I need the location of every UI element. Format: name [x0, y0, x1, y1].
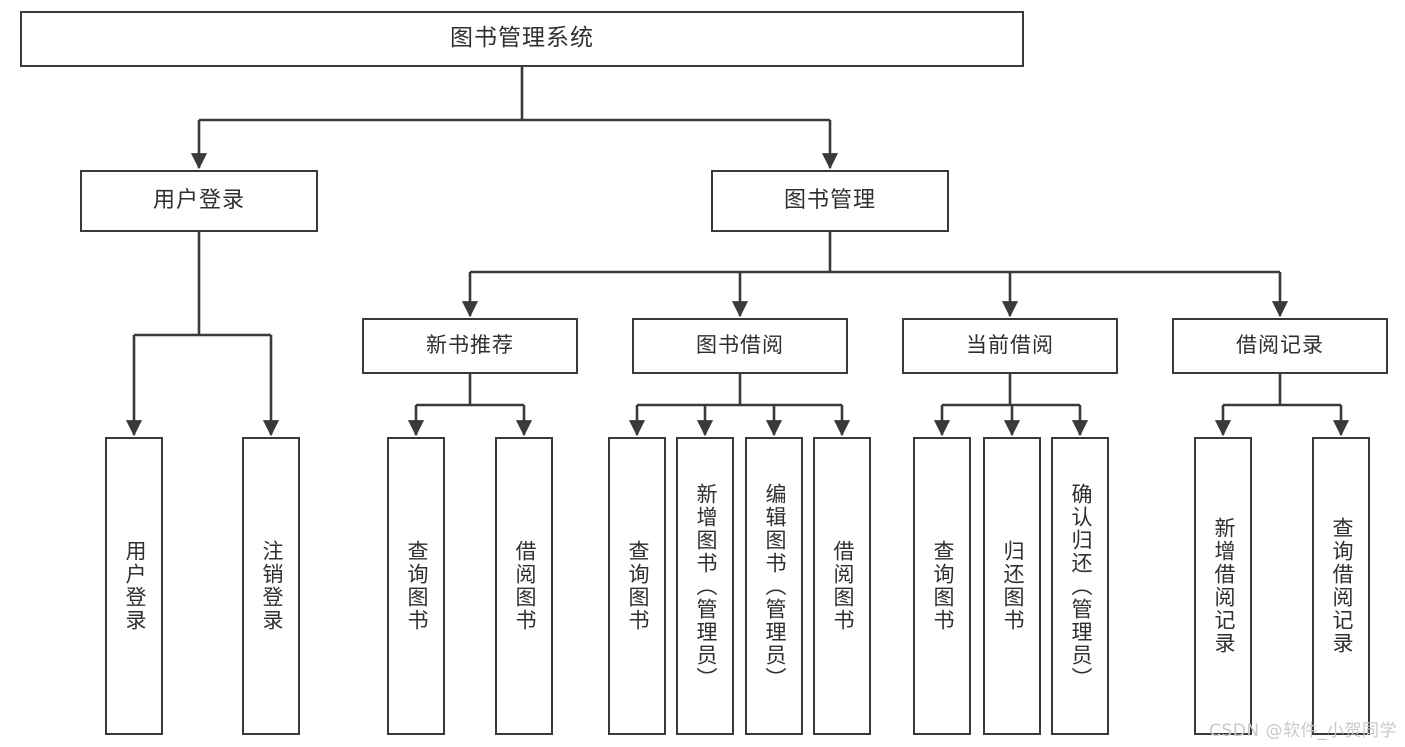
- leaf-query-borrow-record[interactable]: 查询借阅记录: [1312, 437, 1370, 735]
- node-label: 新书推荐: [426, 333, 514, 358]
- node-new-book-recommend[interactable]: 新书推荐: [362, 318, 578, 374]
- node-label: 查询图书: [930, 540, 955, 632]
- node-label: 借阅图书: [830, 540, 855, 632]
- leaf-query-book-recommend[interactable]: 查询图书: [387, 437, 445, 735]
- node-user-login[interactable]: 用户登录: [80, 170, 318, 232]
- leaf-edit-book-admin[interactable]: 编辑图书（管理员）: [745, 437, 803, 735]
- node-label: 查询图书: [625, 540, 650, 632]
- leaf-query-book-borrow[interactable]: 查询图书: [608, 437, 666, 735]
- node-label: 借阅图书: [512, 540, 537, 632]
- node-book-borrow[interactable]: 图书借阅: [632, 318, 848, 374]
- node-label: 确认归还（管理员）: [1068, 482, 1093, 690]
- node-label: 新增借阅记录: [1211, 517, 1236, 655]
- node-book-management[interactable]: 图书管理: [711, 170, 949, 232]
- node-label: 注销登录: [259, 540, 284, 632]
- node-label: 新增图书（管理员）: [693, 482, 718, 690]
- leaf-borrow-book-recommend[interactable]: 借阅图书: [495, 437, 553, 735]
- node-label: 用户登录: [152, 187, 245, 213]
- node-label: 用户登录: [122, 540, 147, 632]
- node-label: 查询图书: [404, 540, 429, 632]
- node-borrow-record[interactable]: 借阅记录: [1172, 318, 1388, 374]
- watermark: CSDN @软件_小贺同学: [1209, 721, 1397, 741]
- node-label: 图书借阅: [696, 333, 784, 358]
- leaf-query-book-current[interactable]: 查询图书: [913, 437, 971, 735]
- node-label: 编辑图书（管理员）: [762, 482, 787, 690]
- leaf-user-login[interactable]: 用户登录: [105, 437, 163, 735]
- node-label: 查询借阅记录: [1329, 517, 1354, 655]
- node-label: 图书管理: [783, 187, 876, 213]
- node-current-borrow[interactable]: 当前借阅: [902, 318, 1118, 374]
- leaf-user-logout[interactable]: 注销登录: [242, 437, 300, 735]
- node-label: 归还图书: [1000, 540, 1025, 632]
- leaf-add-borrow-record[interactable]: 新增借阅记录: [1194, 437, 1252, 735]
- node-label: 图书管理系统: [450, 25, 594, 52]
- node-label: 借阅记录: [1236, 333, 1324, 358]
- leaf-return-book[interactable]: 归还图书: [983, 437, 1041, 735]
- leaf-add-book-admin[interactable]: 新增图书（管理员）: [676, 437, 734, 735]
- leaf-borrow-book[interactable]: 借阅图书: [813, 437, 871, 735]
- node-label: 当前借阅: [966, 333, 1054, 358]
- leaf-confirm-return-admin[interactable]: 确认归还（管理员）: [1051, 437, 1109, 735]
- node-root-system[interactable]: 图书管理系统: [20, 11, 1024, 67]
